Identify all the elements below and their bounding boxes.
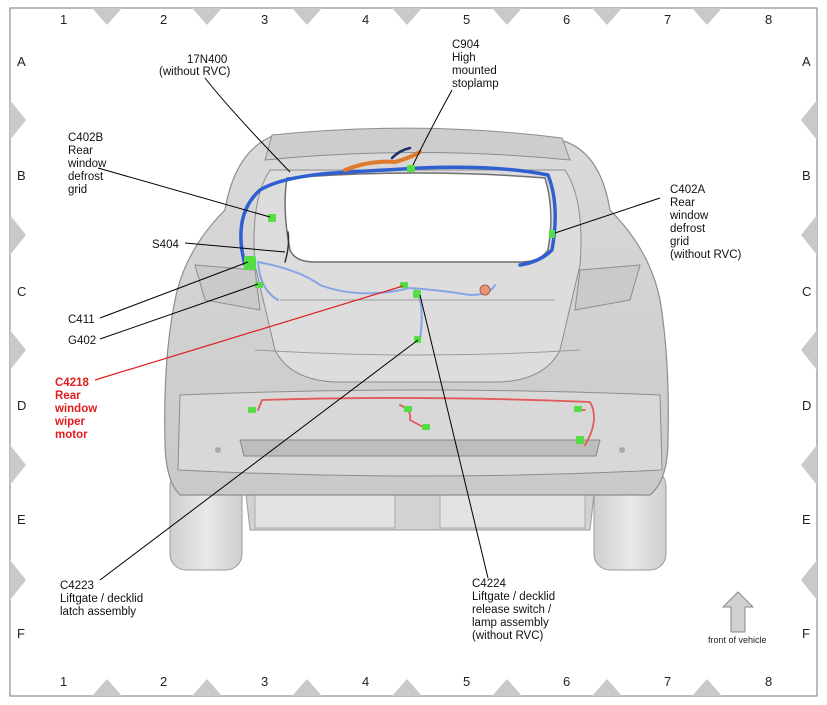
grid-col-5-bottom: 5 [463, 674, 470, 689]
callout-c402a-line-4: defrost [670, 223, 706, 235]
callout-c904: C904 High mounted stoplamp [452, 39, 499, 90]
grid-col-2-top: 2 [160, 12, 167, 27]
wiring-harness [239, 146, 595, 446]
rear-window [284, 172, 552, 263]
grid-row-c-right: C [802, 284, 811, 299]
callout-c402b: C402B Rear window defrost grid [67, 132, 107, 196]
callout-c904-line-2: High [452, 52, 476, 64]
grid-row-d-left: D [17, 398, 26, 413]
rear-bumper [177, 389, 663, 477]
leader-lines [94, 77, 661, 581]
callout-17n400-line-1: 17N400 [187, 54, 227, 66]
grid-row-f-left: F [17, 626, 25, 641]
callout-17n400-line-2: (without RVC) [159, 66, 231, 78]
callout-g402-line-1: G402 [68, 335, 96, 347]
grid-row-labels-left: A B C D E F [17, 54, 26, 641]
callout-c4218-line-5: motor [55, 429, 88, 441]
callout-17n400: 17N400 (without RVC) [159, 54, 231, 78]
callout-g402: G402 [68, 335, 96, 347]
grid-col-4-bottom: 4 [362, 674, 369, 689]
grid-col-1-bottom: 1 [60, 674, 67, 689]
callout-c4223-line-2: Liftgate / decklid [60, 593, 143, 605]
grid-chevrons [10, 8, 817, 696]
callout-c402a-line-3: window [669, 210, 709, 222]
callout-c4224-line-4: lamp assembly [472, 617, 549, 629]
callout-c4224-line-2: Liftgate / decklid [472, 591, 555, 603]
grid-col-4-top: 4 [362, 12, 369, 27]
grid-column-labels-bottom: 1 2 3 4 5 6 7 8 [60, 674, 772, 689]
callout-c904-line-1: C904 [452, 39, 480, 51]
callout-c4218-line-4: wiper [54, 416, 86, 428]
grid-col-6-bottom: 6 [563, 674, 570, 689]
callout-c4218-line-1: C4218 [55, 377, 89, 389]
callout-c402a-line-6: (without RVC) [670, 249, 742, 261]
connectors [244, 165, 584, 444]
callout-c402b-line-3: window [67, 158, 107, 170]
callout-c402a-line-5: grid [670, 236, 689, 248]
callout-c402b-line-2: Rear [68, 145, 93, 157]
grid-col-8-bottom: 8 [765, 674, 772, 689]
grid-row-labels-right: A B C D E F [802, 54, 811, 641]
grid-col-3-bottom: 3 [261, 674, 268, 689]
callout-c4223-line-3: latch assembly [60, 606, 136, 618]
grid-row-e-right: E [802, 512, 811, 527]
grid-row-c-left: C [17, 284, 26, 299]
grid-col-7-bottom: 7 [664, 674, 671, 689]
callout-s404: S404 [152, 239, 179, 251]
callout-c4218-line-3: window [54, 403, 97, 415]
callout-c402b-line-5: grid [68, 184, 87, 196]
callout-c4223-line-1: C4223 [60, 580, 94, 592]
grid-column-labels-top: 1 2 3 4 5 6 7 8 [60, 12, 772, 27]
grid-col-8-top: 8 [765, 12, 772, 27]
callout-c402b-line-4: defrost [68, 171, 104, 183]
grid-col-6-top: 6 [563, 12, 570, 27]
callout-c402b-line-1: C402B [68, 132, 103, 144]
callout-c411-line-1: C411 [68, 314, 95, 326]
grid-col-1-top: 1 [60, 12, 67, 27]
callout-c402a-line-2: Rear [670, 197, 695, 209]
grid-col-5-top: 5 [463, 12, 470, 27]
callout-c904-line-4: stoplamp [452, 78, 499, 90]
stoplamp-harness-orange [343, 150, 422, 172]
callout-s404-line-1: S404 [152, 239, 179, 251]
front-of-vehicle-label: front of vehicle [708, 635, 767, 645]
callout-c402a: C402A Rear window defrost grid (without … [669, 184, 742, 261]
arrow-up-icon [721, 591, 755, 633]
callout-c402a-line-1: C402A [670, 184, 705, 196]
callout-c4218: C4218 Rear window wiper motor [54, 377, 97, 441]
liftgate-harness-blue [239, 165, 557, 267]
grid-row-a-left: A [17, 54, 26, 69]
grid-row-d-right: D [802, 398, 811, 413]
callout-c4224-line-3: release switch / [472, 604, 552, 616]
grid-row-f-right: F [802, 626, 810, 641]
grid-col-3-top: 3 [261, 12, 268, 27]
callout-c411: C411 [68, 314, 95, 326]
grid-row-e-left: E [17, 512, 26, 527]
grid-row-b-left: B [17, 168, 26, 183]
grid-col-2-bottom: 2 [160, 674, 167, 689]
grid-col-7-top: 7 [664, 12, 671, 27]
grid-row-a-right: A [802, 54, 811, 69]
grid-row-b-right: B [802, 168, 811, 183]
callout-c4223: C4223 Liftgate / decklid latch assembly [60, 580, 143, 618]
callout-c904-line-3: mounted [452, 65, 497, 77]
front-of-vehicle-indicator: front of vehicle [708, 591, 767, 645]
vehicle-rear-view [164, 127, 669, 571]
callout-c4218-line-2: Rear [55, 390, 81, 402]
callout-c4224: C4224 Liftgate / decklid release switch … [472, 578, 555, 642]
callout-c4224-line-5: (without RVC) [472, 630, 544, 642]
callout-c4224-line-1: C4224 [472, 578, 506, 590]
